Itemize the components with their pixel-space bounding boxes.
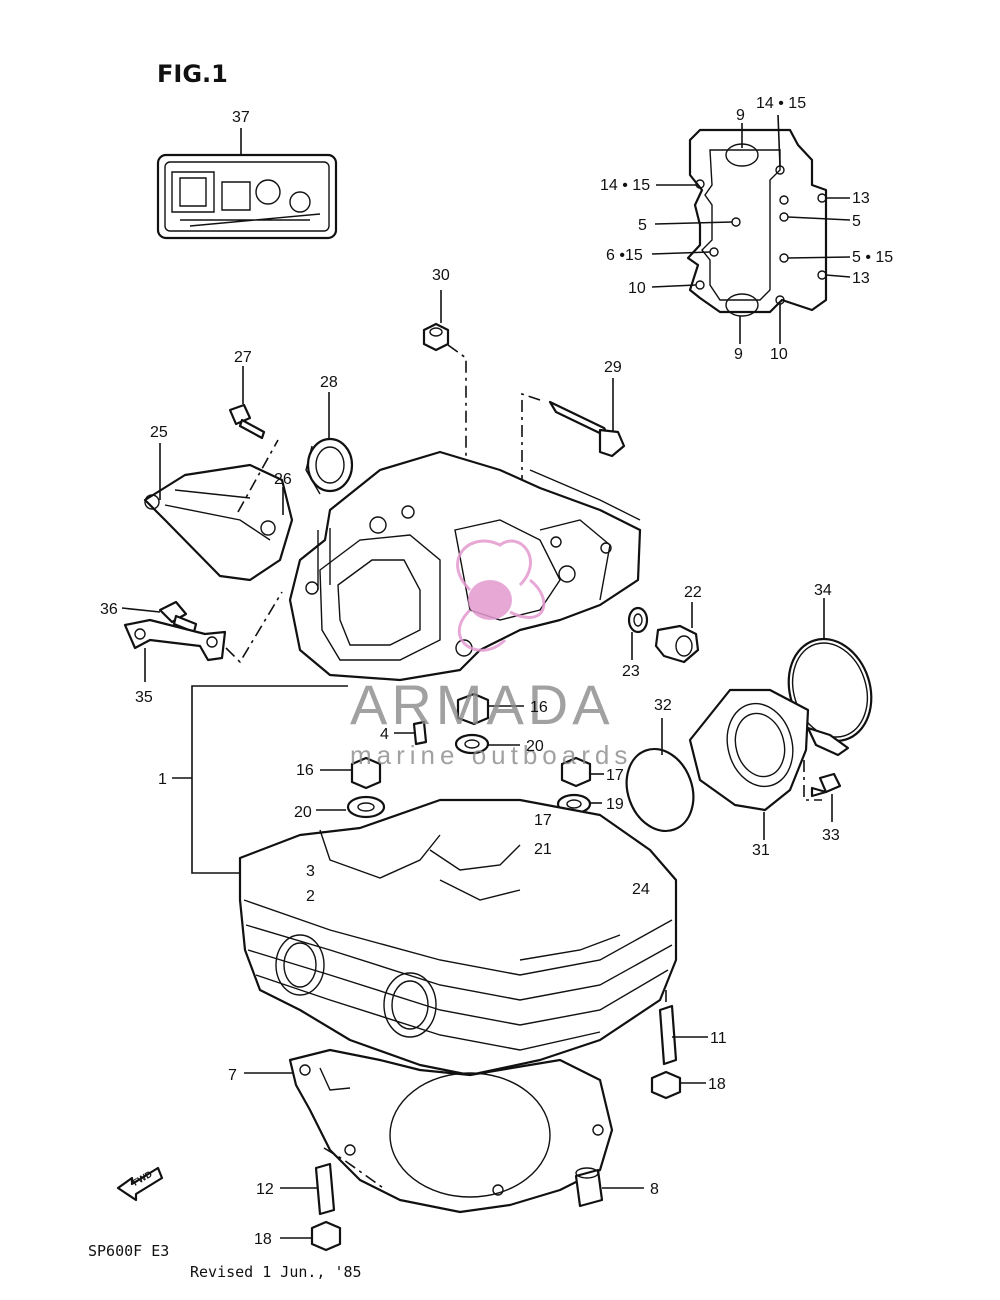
label-17-right: 17 bbox=[606, 767, 624, 784]
label-25: 25 bbox=[150, 424, 168, 441]
label-14-15-top: 14 • 15 bbox=[756, 95, 806, 112]
label-9-top: 9 bbox=[736, 107, 745, 124]
label-33: 33 bbox=[822, 827, 840, 844]
bolt-27 bbox=[228, 366, 266, 440]
label-27: 27 bbox=[234, 349, 252, 366]
label-26: 26 bbox=[274, 471, 292, 488]
label-2: 2 bbox=[306, 888, 315, 905]
label-11: 11 bbox=[710, 1030, 727, 1047]
watermark-logo-center bbox=[468, 580, 512, 620]
plug-22-washer-23 bbox=[627, 602, 700, 664]
cylinder-head bbox=[238, 798, 678, 1077]
label-14-15-left: 14 • 15 bbox=[600, 177, 650, 194]
label-28: 28 bbox=[320, 374, 338, 391]
label-30: 30 bbox=[432, 267, 450, 284]
intake-assembly bbox=[625, 598, 873, 840]
watermark-brand: ARMADA bbox=[350, 673, 614, 736]
label-4: 4 bbox=[380, 726, 389, 743]
label-5-15: 5 • 15 bbox=[852, 249, 893, 266]
label-5-left: 5 bbox=[638, 217, 647, 234]
watermark-logo-swirl-3 bbox=[509, 578, 546, 619]
label-22: 22 bbox=[684, 584, 702, 601]
part-labels: 37 9 14 • 15 14 • 15 5 6 •15 10 13 5 5 •… bbox=[100, 95, 893, 1248]
label-20-top: 20 bbox=[526, 738, 544, 755]
label-20-left: 20 bbox=[294, 804, 312, 821]
label-8: 8 bbox=[650, 1181, 659, 1198]
watermark-logo-icon bbox=[456, 539, 546, 652]
label-17-middle: 17 bbox=[534, 812, 552, 829]
label-12: 12 bbox=[256, 1181, 274, 1198]
label-24: 24 bbox=[632, 881, 650, 898]
bolt-29 bbox=[521, 378, 626, 520]
label-23: 23 bbox=[622, 663, 640, 680]
seal-28 bbox=[305, 392, 354, 495]
label-13-bottom: 13 bbox=[852, 270, 870, 287]
label-31: 31 bbox=[752, 842, 770, 859]
lower-fasteners bbox=[280, 990, 708, 1252]
cover-25 bbox=[143, 439, 294, 582]
label-19: 19 bbox=[606, 796, 624, 813]
bolt-36-bracket-35 bbox=[121, 591, 283, 682]
label-1: 1 bbox=[158, 771, 167, 788]
model-code: SP600F E3 bbox=[88, 1242, 169, 1260]
figure-title: FIG.1 bbox=[157, 60, 228, 88]
label-36: 36 bbox=[100, 601, 118, 618]
nut-30 bbox=[422, 290, 467, 470]
label-10-bottom: 10 bbox=[770, 346, 788, 363]
label-13-top: 13 bbox=[852, 190, 870, 207]
watermark-logo-swirl-1 bbox=[456, 539, 532, 592]
label-9-bottom: 9 bbox=[734, 346, 743, 363]
label-3: 3 bbox=[306, 863, 315, 880]
label-16-top: 16 bbox=[530, 699, 548, 716]
label-6-15: 6 •15 bbox=[606, 247, 643, 264]
watermark-logo-swirl-2 bbox=[457, 608, 507, 652]
label-32: 32 bbox=[654, 697, 672, 714]
armada-watermark: ARMADA marine outboards bbox=[350, 539, 632, 770]
label-21: 21 bbox=[534, 841, 552, 858]
label-34: 34 bbox=[814, 582, 832, 599]
label-37: 37 bbox=[232, 109, 250, 126]
label-35: 35 bbox=[135, 689, 153, 706]
cam-cover-gasket-inset bbox=[651, 114, 851, 344]
gasket-set-37 bbox=[156, 128, 338, 240]
label-10-left: 10 bbox=[628, 280, 646, 297]
head-gasket-7 bbox=[244, 1048, 614, 1214]
forward-arrow-icon: FWD bbox=[116, 1166, 164, 1202]
assembly-bracket-1 bbox=[172, 685, 348, 874]
label-29: 29 bbox=[604, 359, 622, 376]
label-18-left: 18 bbox=[254, 1231, 272, 1248]
revision-note: Revised 1 Jun., '85 bbox=[190, 1263, 362, 1281]
label-18-right: 18 bbox=[708, 1076, 726, 1093]
label-5-right: 5 bbox=[852, 213, 861, 230]
watermark-tagline: marine outboards bbox=[350, 740, 632, 770]
label-16-left: 16 bbox=[296, 762, 314, 779]
label-7: 7 bbox=[228, 1067, 237, 1084]
